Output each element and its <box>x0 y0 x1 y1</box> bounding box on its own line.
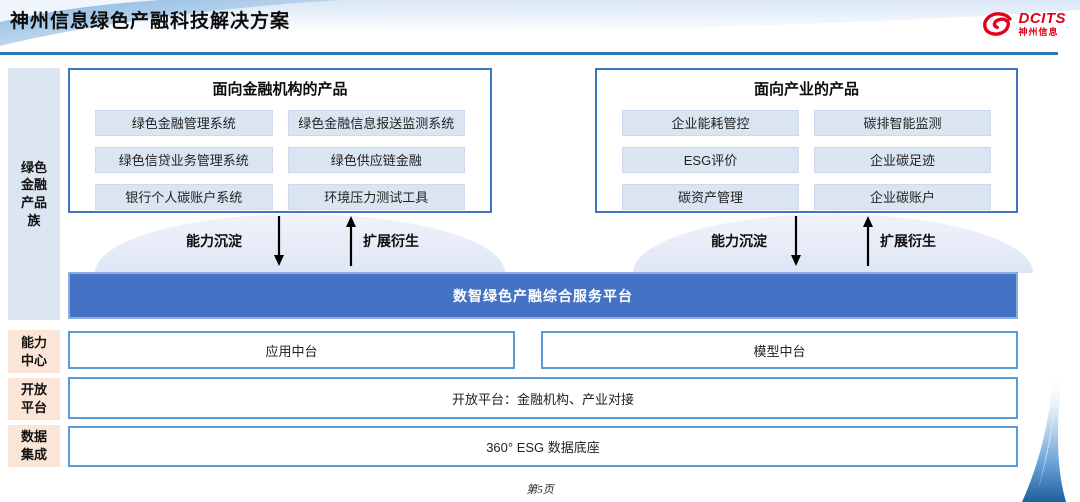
arrow-down-icon <box>274 216 284 266</box>
rail-open-platform-label: 开放平台 <box>20 382 47 415</box>
logo-name: DCITS <box>1018 10 1066 27</box>
product-item: 绿色金融信息报送监测系统 <box>287 110 465 136</box>
product-item: 绿色信贷业务管理系统 <box>95 147 273 173</box>
red-swirl-icon <box>982 12 1012 36</box>
arrow-up-icon <box>863 216 873 266</box>
dcits-logo: DCITS 神州信息 <box>981 10 1067 38</box>
finance-products-title: 面向金融机构的产品 <box>212 81 348 98</box>
esg-data-base-row: 360° ESG 数据底座 <box>68 426 1018 467</box>
rail-data-integration: 数据集成 <box>8 425 60 467</box>
dome-decoration-left <box>95 214 505 273</box>
product-item: 碳排智能监测 <box>814 110 991 136</box>
product-item: 企业碳足迹 <box>814 147 991 173</box>
header-divider <box>0 52 1058 55</box>
product-item: 绿色供应链金融 <box>287 147 465 173</box>
arrow-down-icon <box>791 216 801 266</box>
capability-settling-label: 能力沉淀 <box>711 233 767 249</box>
arrow-up-icon <box>346 216 356 266</box>
capability-settling-label: 能力沉淀 <box>186 233 242 249</box>
expand-derive-label: 扩展衍生 <box>880 233 936 249</box>
rail-open-platform: 开放平台 <box>8 378 60 420</box>
finance-products-box: 面向金融机构的产品 绿色金融管理系统 绿色金融信息报送监测系统 绿色信贷业务管理… <box>68 68 492 213</box>
open-platform-row: 开放平台：金融机构、产业对接 <box>68 377 1018 419</box>
page-number: 第5页 <box>526 484 554 496</box>
product-item: 环境压力测试工具 <box>287 184 465 210</box>
rail-data-integration-label: 数据集成 <box>20 429 47 462</box>
rail-product-family-label: 绿色金融产品族 <box>20 159 47 228</box>
logo-subtext: 神州信息 <box>1018 27 1059 37</box>
model-middle-platform-box: 模型中台 <box>541 331 1018 369</box>
rail-product-family: 绿色金融产品族 <box>8 68 60 320</box>
product-item: 绿色金融管理系统 <box>95 110 273 136</box>
product-item: 企业碳账户 <box>814 184 991 210</box>
product-item: 碳资产管理 <box>622 184 799 210</box>
rail-capability-center-label: 能力中心 <box>20 334 47 368</box>
dome-decoration-right <box>633 214 1033 273</box>
rail-capability-center: 能力中心 <box>8 330 60 373</box>
platform-bar: 数智绿色产融综合服务平台 <box>68 272 1018 319</box>
industry-products-title: 面向产业的产品 <box>753 81 859 98</box>
product-item: 银行个人碳账户系统 <box>95 184 273 210</box>
product-item: ESG评价 <box>622 147 799 173</box>
application-middle-platform-box: 应用中台 <box>68 331 515 369</box>
expand-derive-label: 扩展衍生 <box>363 233 419 249</box>
page-title: 神州信息绿色产融科技解决方案 <box>10 11 291 32</box>
industry-products-box: 面向产业的产品 企业能耗管控 碳排智能监测 ESG评价 企业碳足迹 碳资产管理 … <box>595 68 1018 213</box>
product-item: 企业能耗管控 <box>622 110 799 136</box>
